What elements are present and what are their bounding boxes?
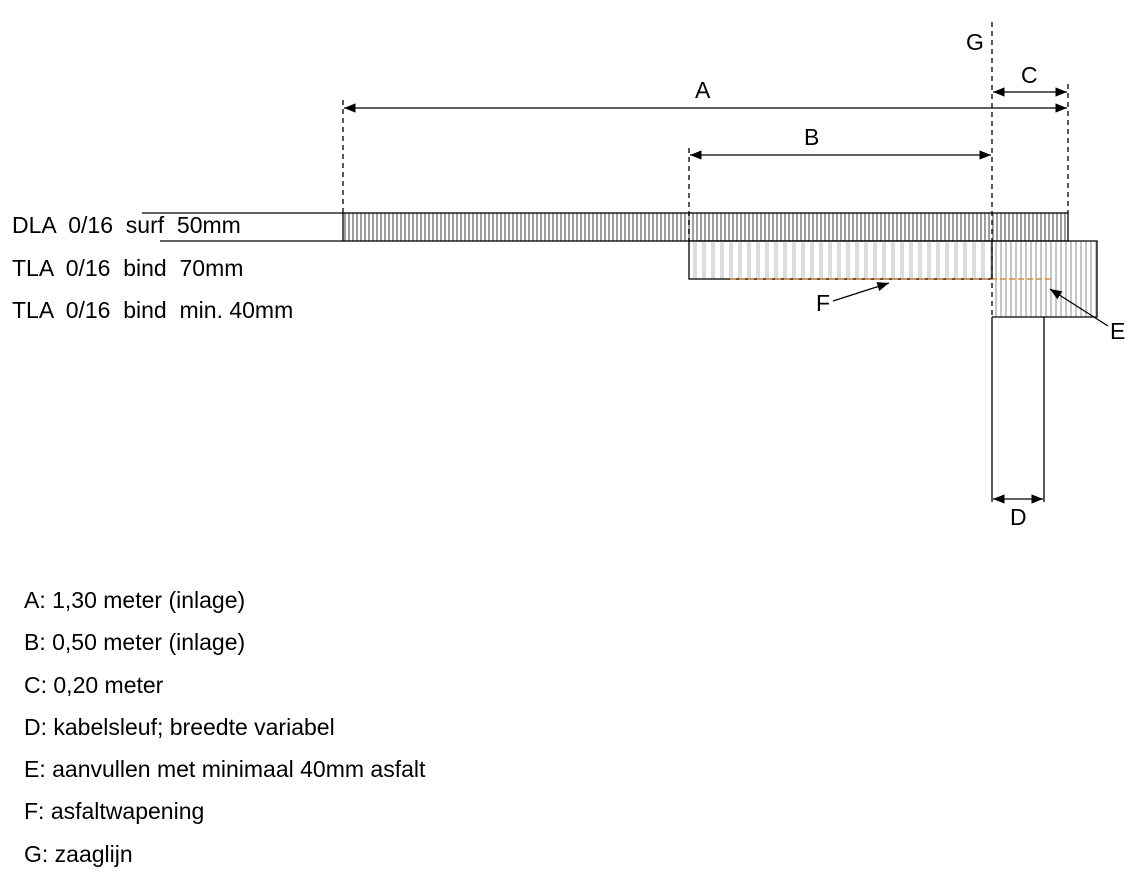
leader-e — [1049, 288, 1109, 327]
marker-d: D — [1010, 504, 1027, 530]
legend-item-g: G: zaaglijn — [24, 840, 133, 867]
marker-b: B — [804, 124, 819, 150]
legend-item-c: C: 0,20 meter — [24, 671, 164, 698]
fill-area-e — [992, 241, 1097, 317]
layer-label-surface: DLA 0/16 surf 50mm — [12, 212, 241, 238]
legend-item-f: F: asfaltwapening — [24, 798, 205, 825]
legend-item-b: B: 0,50 meter (inlage) — [24, 629, 246, 656]
marker-e: E — [1110, 318, 1125, 344]
legend-item-d: D: kabelsleuf; breedte variabel — [24, 713, 335, 740]
legend-item-a: A: 1,30 meter (inlage) — [24, 587, 246, 613]
marker-f: F — [816, 290, 830, 316]
layer-label-binder-min: TLA 0/16 bind min. 40mm — [12, 297, 294, 323]
leader-f — [832, 282, 890, 302]
marker-a: A — [695, 77, 711, 103]
surface-layer — [342, 212, 1069, 242]
legend: A: 1,30 meter (inlage) B: 0,50 meter (in… — [24, 588, 425, 884]
marker-c: C — [1021, 62, 1038, 88]
legend-item-e: E: aanvullen met minimaal 40mm asfalt — [24, 756, 426, 783]
layer-label-binder: TLA 0/16 bind 70mm — [12, 255, 244, 281]
marker-g: G — [966, 29, 984, 55]
binder-layer — [688, 240, 993, 280]
